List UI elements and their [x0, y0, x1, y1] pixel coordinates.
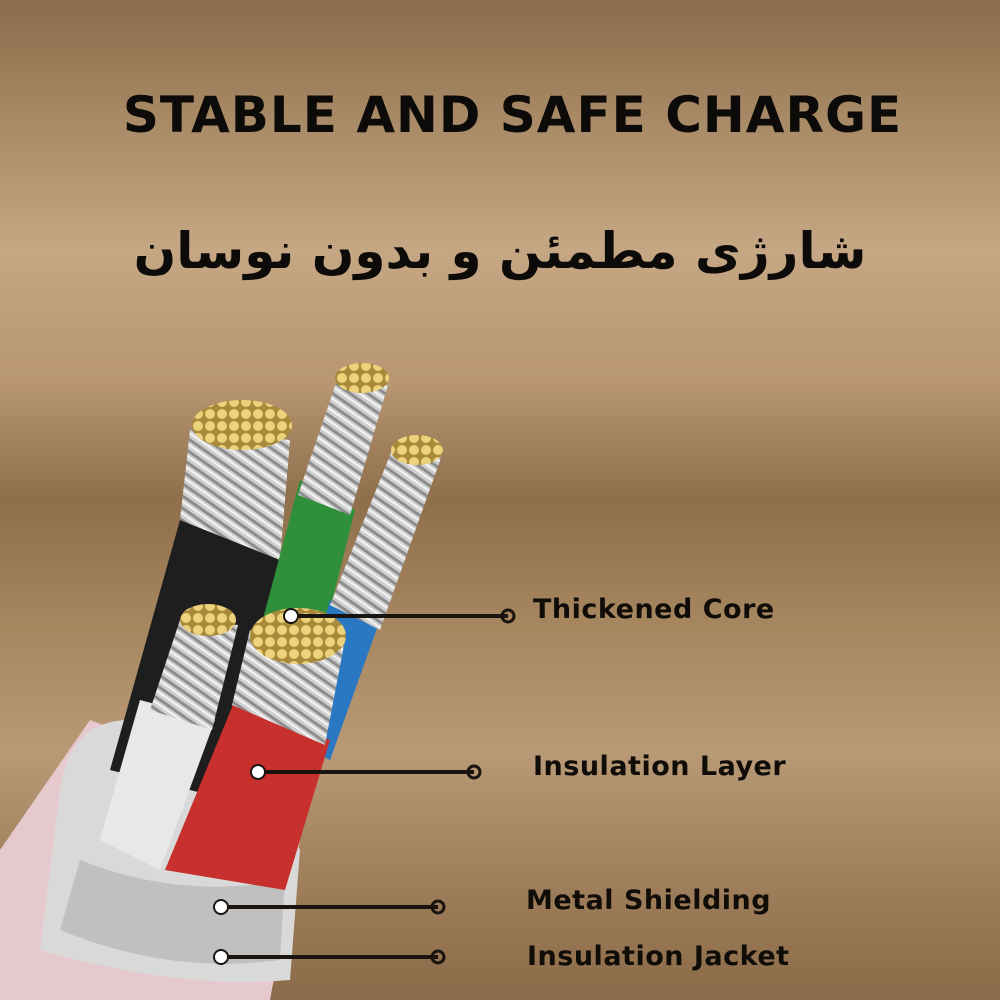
label-insulation-jacket: Insulation Jacket: [527, 941, 790, 972]
label-thickened-core: Thickened Core: [533, 594, 775, 625]
wire-green: [260, 363, 389, 650]
callout-thickened-core: [283, 608, 516, 624]
wire-red: [165, 608, 346, 890]
label-insulation-layer: Insulation Layer: [533, 751, 787, 782]
headline: STABLE AND SAFE CHARGE: [122, 86, 903, 144]
callout-insulation-jacket: [213, 949, 446, 965]
persian-subtitle: شارژی مطمئن و بدون نوسان: [133, 222, 867, 280]
label-metal-shielding: Metal Shielding: [526, 885, 772, 916]
callout-insulation-layer: [250, 764, 482, 780]
callout-metal-shielding: [213, 899, 446, 915]
wire-white: [100, 604, 238, 870]
